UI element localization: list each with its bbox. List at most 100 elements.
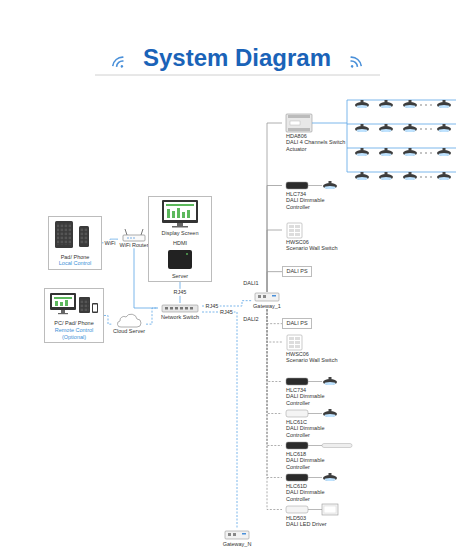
dimmable-controller-icon [308,445,322,446]
bus-label: DALI2 [242,316,259,322]
lamp-grid [439,129,450,132]
lamp-grid [430,152,432,154]
wall-switch-icon [287,223,302,238]
gateway-icon [233,533,236,536]
cloud-node: Cloud Server [112,314,146,334]
wifi-icon [111,55,124,66]
node-title: HDA806 [286,133,346,139]
node-text: DALI Dimmable Controller [286,393,346,406]
router-node: WiFi Router [118,230,150,248]
device-node: HLC734DALI Dimmable Controller [282,180,346,210]
node-title: HWSC06 [286,351,346,357]
node-text: DALI Dimmable Controller [286,197,346,210]
display-icon [187,210,190,218]
node-title: HLC61C [286,419,346,425]
device-node: HWSC06Scenario Wall Switch [282,221,346,252]
switch-actuator-icon [290,121,300,125]
display-icon [172,211,175,218]
connector [202,312,237,529]
device-node: HWSC06Scenario Wall Switch [282,333,346,364]
dimmable-controller-icon [308,509,322,510]
tablet-phone-icon [80,228,88,244]
wall-switch-icon [287,223,302,238]
device-node: HLC734DALI Dimmable Controller [282,376,346,406]
lamp-grid [420,104,422,106]
pc-pad-phone-icon [58,313,68,314]
lamp-grid [439,177,450,180]
device-node: HLC61DDALI Dimmable Controller [282,472,346,502]
wall-switch-icon [295,345,300,348]
pc-pad-phone-icon [54,297,72,299]
display-icon [166,204,194,206]
network-switch-icon [175,307,178,310]
node-title: WiFi Router [118,242,150,248]
lamp-grid [381,129,392,132]
pc-pad-phone-icon [65,300,68,306]
cloud-icon [117,314,141,327]
lamp-grid [403,126,417,132]
tablet-phone-icon [79,226,89,247]
lamp-grid [425,104,427,106]
lamp-grid [420,176,422,178]
cloud-icon [117,314,141,327]
router-icon [125,229,127,235]
node-title: DALI PS [285,320,309,326]
node-title: Gateway_1 [252,303,282,309]
connector-label: RJ45 [205,303,220,309]
dimmable-controller-icon [325,382,336,385]
network-switch-icon [190,307,193,310]
gateway-icon [228,533,231,536]
dimmable-controller-icon [322,504,338,515]
title: System Diagram [0,44,474,73]
power-box: DALI PS [282,318,312,329]
node-title: Network Switch [158,314,202,320]
gateway-icon [225,531,249,539]
dimmable-controller-icon [308,381,322,382]
network-switch-icon [185,307,188,310]
lamp-grid [420,152,422,154]
node-title: Cloud Server [112,328,146,334]
network-switch-icon [170,307,173,310]
wifi-icon [351,55,364,66]
wall-switch-icon [295,229,300,232]
pc-pad-phone-icon [50,293,98,314]
switch-actuator-icon [286,114,312,132]
lamp-grid [439,153,450,156]
node-title: Display Screen [151,230,209,236]
node-title: PC/ Pad/ Phone [47,320,101,326]
bus-label: DALI1 [242,280,259,286]
lamp-grid [430,176,432,178]
lamp-grid [379,126,393,132]
wall-switch-icon [289,229,294,232]
wall-switch-icon [287,335,302,350]
connector [267,309,282,342]
node-text: Scenario Wall Switch [286,357,346,363]
network-switch-icon [162,305,198,312]
wall-switch-icon [289,345,294,348]
pc-pad-phone-icon [60,302,63,306]
lamp-grid [381,105,392,108]
switch-actuator-icon [286,114,312,132]
display-icon [172,226,188,228]
node-title: Pad/ Phone [51,254,99,260]
pc-pad-phone-icon [79,297,90,313]
connector-label: RJ45 [173,289,188,295]
dimmable-controller-icon [286,181,337,189]
lamp-grid [425,128,427,130]
lamp-grid [403,174,417,180]
lamp-grid [381,177,392,180]
node-text: Scenario Wall Switch [286,245,346,251]
server-icon [168,250,192,269]
dimmable-controller-icon [286,506,308,513]
dimmable-controller-icon [324,506,336,513]
server-icon [186,253,188,255]
wifi-icon [120,64,124,68]
node-text: DALI Dimmable Controller [286,457,346,470]
pc-pad-phone-icon [92,303,98,313]
lamp-grid [405,129,416,132]
dimmable-controller-icon [323,475,337,481]
node-title: HLC734 [286,387,346,393]
tablet-phone-icon [57,223,71,245]
pc-pad-phone-icon [50,293,76,310]
